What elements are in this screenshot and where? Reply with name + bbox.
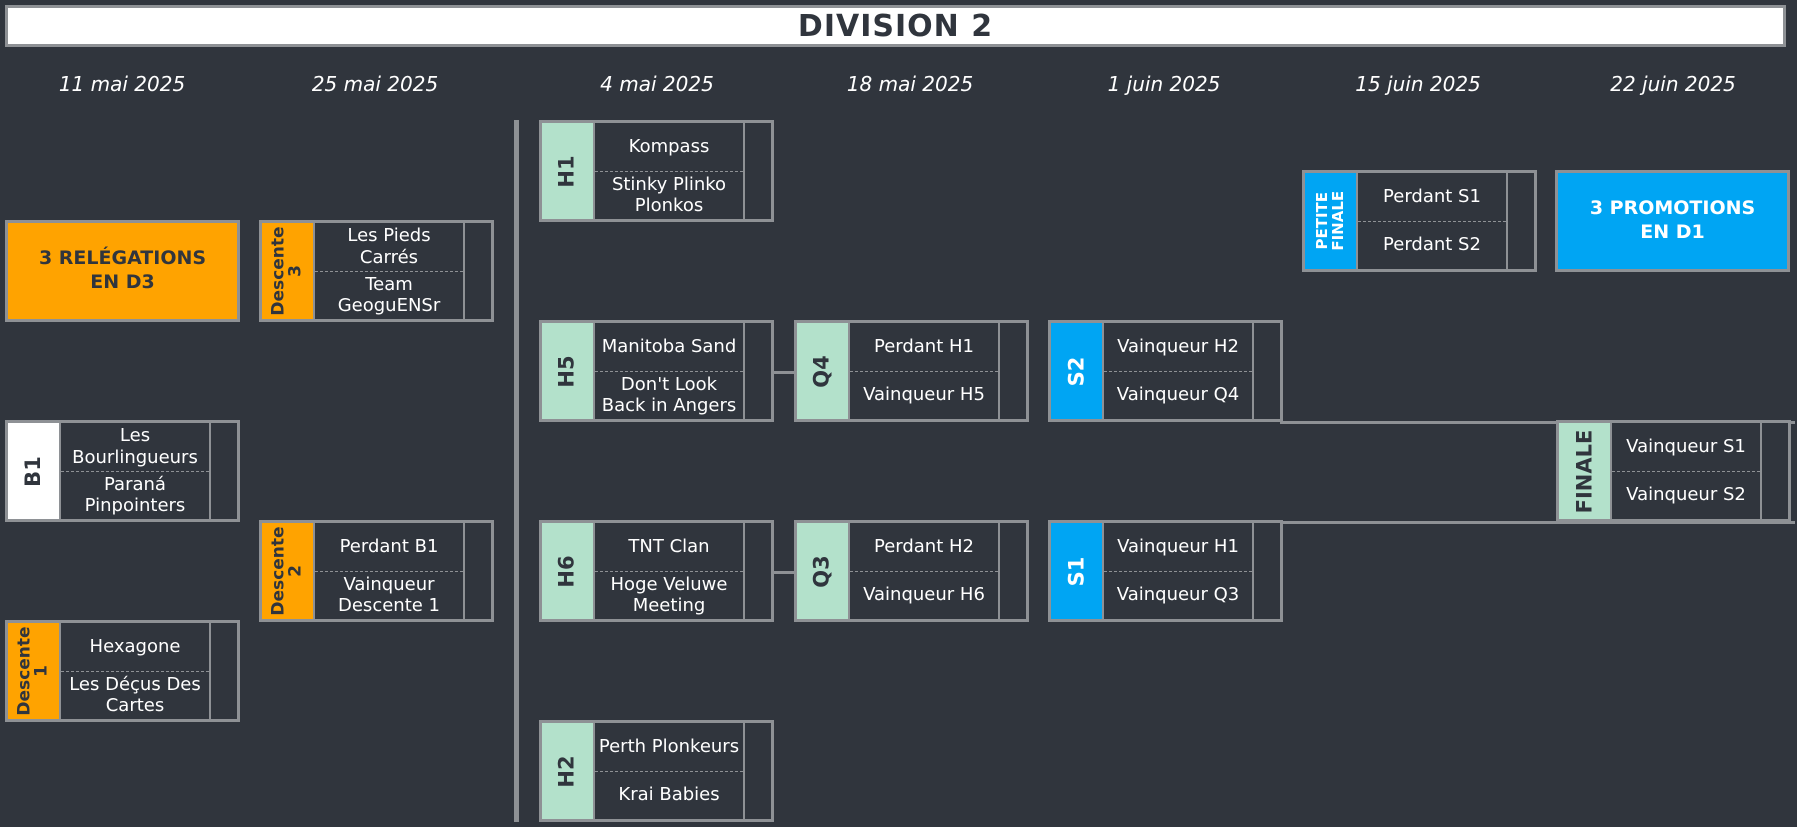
team-2: Don't Look Back in Angers — [595, 370, 743, 420]
match-descente-2: Descente 2 Perdant B1 Vainqueur Descente … — [259, 520, 494, 622]
match-tag: H1 — [542, 123, 595, 219]
team-1: Les Bourlingueurs — [72, 425, 198, 468]
date-round-7: 22 juin 2025 — [1610, 72, 1736, 96]
date-round-1: 11 mai 2025 — [58, 72, 186, 96]
score-cell — [211, 423, 237, 519]
team-1: Perdant H2 — [873, 535, 974, 557]
team-2: Perdant S2 — [1358, 220, 1506, 270]
score-cell — [1000, 523, 1026, 619]
team-2: Stinky Plinko Plonkos — [595, 170, 743, 220]
score-cell — [745, 723, 771, 819]
match-tag: Descente 3 — [262, 223, 315, 319]
team-1: Perdant B1 — [339, 535, 439, 557]
match-tag: FINALE — [1559, 423, 1612, 519]
team-2: Krai Babies — [595, 770, 743, 820]
team-2: Paraná Pinpointers — [61, 470, 209, 520]
match-tag: Descente 1 — [8, 623, 61, 719]
score-cell — [1254, 523, 1280, 619]
connector-h5-q4 — [771, 371, 797, 374]
score-cell — [211, 623, 237, 719]
page-title: DIVISION 2 — [5, 5, 1786, 47]
team-1: Les Pieds Carrés — [347, 225, 431, 268]
match-tag: H5 — [542, 323, 595, 419]
match-tag: H6 — [542, 523, 595, 619]
match-tag: S2 — [1051, 323, 1104, 419]
team-1: Vainqueur H2 — [1117, 335, 1239, 357]
score-cell — [1000, 323, 1026, 419]
relegations-box: 3 RELÉGATIONS EN D3 — [5, 220, 240, 322]
team-1: Manitoba Sand — [601, 335, 737, 357]
team-2: Les Déçus Des Cartes — [61, 670, 209, 720]
team-1: Kompass — [628, 135, 710, 157]
connector-h6-q3 — [771, 571, 797, 574]
score-cell — [1508, 173, 1534, 269]
team-2: Team GeoguENSr — [315, 270, 463, 320]
score-cell — [745, 323, 771, 419]
section-divider — [514, 120, 519, 822]
team-2: Vainqueur H5 — [850, 370, 998, 420]
score-cell — [1254, 323, 1280, 419]
team-2: Vainqueur Q4 — [1104, 370, 1252, 420]
team-1: Perth Plonkeurs — [598, 735, 740, 757]
promotions-box: 3 PROMOTIONS EN D1 — [1555, 170, 1790, 272]
team-2: Vainqueur S2 — [1612, 470, 1760, 520]
score-cell — [745, 123, 771, 219]
team-2: Vainqueur Q3 — [1104, 570, 1252, 620]
score-cell — [745, 523, 771, 619]
match-tag: S1 — [1051, 523, 1104, 619]
team-2: Vainqueur H6 — [850, 570, 998, 620]
match-petite-finale: PETITE FINALE Perdant S1 Perdant S2 — [1302, 170, 1537, 272]
team-1: Perdant H1 — [873, 335, 974, 357]
date-round-5: 1 juin 2025 — [1107, 72, 1221, 96]
team-1: Vainqueur H1 — [1117, 535, 1239, 557]
date-round-3: 4 mai 2025 — [600, 72, 714, 96]
match-finale: FINALE Vainqueur S1 Vainqueur S2 — [1556, 420, 1791, 522]
connector-s1-finale — [1280, 521, 1795, 524]
score-cell — [465, 523, 491, 619]
match-tag: B1 — [8, 423, 61, 519]
score-cell — [465, 223, 491, 319]
connector-s2-finale — [1280, 421, 1795, 424]
match-tag: Q3 — [797, 523, 850, 619]
match-tag: Descente 2 — [262, 523, 315, 619]
match-q4: Q4 Perdant H1 Vainqueur H5 — [794, 320, 1029, 422]
team-1: Vainqueur S1 — [1626, 435, 1746, 457]
team-2: Vainqueur Descente 1 — [315, 570, 463, 620]
match-tag: H2 — [542, 723, 595, 819]
team-2: Hoge Veluwe Meeting — [595, 570, 743, 620]
team-1: Perdant S1 — [1383, 185, 1481, 207]
date-round-6: 15 juin 2025 — [1355, 72, 1481, 96]
match-s1: S1 Vainqueur H1 Vainqueur Q3 — [1048, 520, 1283, 622]
team-1: Hexagone — [89, 635, 181, 657]
score-cell — [1762, 423, 1788, 519]
match-tag: Q4 — [797, 323, 850, 419]
team-1: TNT Clan — [628, 535, 710, 557]
match-q3: Q3 Perdant H2 Vainqueur H6 — [794, 520, 1029, 622]
match-s2: S2 Vainqueur H2 Vainqueur Q4 — [1048, 320, 1283, 422]
date-round-2: 25 mai 2025 — [311, 72, 439, 96]
match-tag: PETITE FINALE — [1305, 173, 1358, 269]
date-round-4: 18 mai 2025 — [846, 72, 974, 96]
